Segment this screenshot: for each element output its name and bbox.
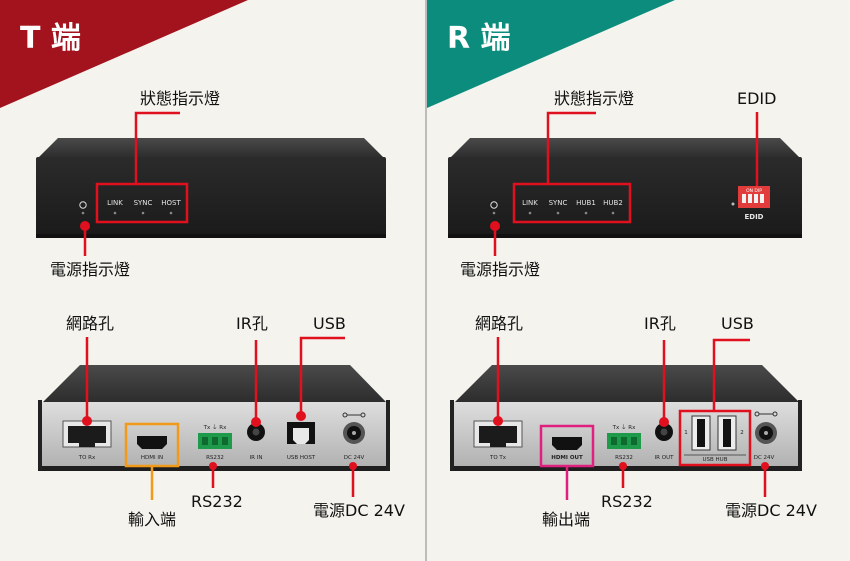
- edid-callout: EDID: [737, 89, 777, 108]
- t-rs232-callout: RS232: [191, 492, 243, 511]
- led-label: SYNC: [549, 199, 568, 207]
- t-front-leds: LINK SYNC HOST: [107, 199, 181, 207]
- port-label: Tx ⏚ Rx: [203, 424, 227, 431]
- r-front-device: [448, 138, 802, 238]
- r-power-led-callout: 電源指示燈: [460, 260, 541, 279]
- led-dot: [169, 211, 173, 215]
- power-led: [492, 211, 496, 215]
- r-rs232-callout: RS232: [601, 492, 653, 511]
- callout-dot: [619, 462, 627, 470]
- callout-dot: [659, 417, 669, 427]
- led-label: HOST: [161, 199, 181, 207]
- callout-line: [712, 338, 750, 411]
- power-led: [81, 211, 85, 215]
- led-dot: [584, 211, 588, 215]
- power-icon: [490, 201, 498, 209]
- callout-dot: [490, 221, 500, 231]
- t-dc-callout: 電源DC 24V: [313, 501, 405, 520]
- t-rear-port-labels: TO Rx HDMI IN Tx ⏚ Rx RS232 IR IN USB HO…: [78, 424, 365, 461]
- t-usb-callout: USB: [313, 314, 346, 333]
- callout-dot: [493, 416, 503, 426]
- t-status-led-box: [95, 182, 189, 224]
- port-label: HDMI IN: [141, 455, 163, 461]
- r-status-led-callout: 狀態指示燈: [554, 89, 635, 108]
- callout-dot: [761, 462, 769, 470]
- t-status-led-callout: 狀態指示燈: [140, 89, 221, 108]
- r-usb-callout: USB: [721, 314, 754, 333]
- t-banner: [0, 0, 248, 108]
- port-label: 2: [740, 430, 744, 436]
- hdmi-port: [137, 436, 167, 449]
- r-network-callout: 網路孔: [475, 314, 524, 333]
- callout-dot: [349, 462, 357, 470]
- led-dot: [556, 211, 560, 215]
- led-label: HUB1: [576, 199, 596, 207]
- led-dot: [528, 211, 532, 215]
- r-rear-port-labels: TO Tx HDMI OUT Tx ⏚ Rx RS232 IR OUT USB …: [489, 424, 775, 463]
- port-label: USB HUB: [703, 457, 728, 463]
- r-dc-callout: 電源DC 24V: [725, 501, 817, 520]
- port-label: USB HOST: [287, 455, 316, 461]
- led-label: LINK: [107, 199, 123, 207]
- led-dot: [611, 211, 615, 215]
- port-label: RS232: [615, 455, 633, 461]
- t-front-device: [36, 138, 386, 238]
- port-label: Tx ⏚ Rx: [612, 424, 636, 431]
- callout-dot: [209, 462, 217, 470]
- led-label: LINK: [522, 199, 538, 207]
- r-hdmi-callout: 輸出端: [542, 510, 591, 529]
- r-banner: [427, 0, 675, 108]
- port-label: IR IN: [250, 455, 263, 461]
- callout-dot: [80, 221, 90, 231]
- r-status-led-box: [512, 182, 632, 224]
- led-label: SYNC: [134, 199, 153, 207]
- callout-line: [546, 111, 596, 184]
- r-ir-callout: IR孔: [644, 314, 676, 333]
- edid-label: EDID: [744, 213, 763, 221]
- port-label: DC 24V: [344, 455, 365, 461]
- port-label: RS232: [206, 455, 224, 461]
- t-network-callout: 網路孔: [66, 314, 115, 333]
- hdmi-port: [552, 437, 582, 450]
- t-side-title: T 端: [20, 21, 81, 56]
- callout-dot: [296, 411, 306, 421]
- port-label: 1: [684, 430, 688, 436]
- edid-switch-text: ON DIP: [746, 188, 762, 194]
- r-front-leds: LINK SYNC HUB1 HUB2 ON DIP EDID: [522, 188, 764, 221]
- port-label: TO Rx: [78, 455, 96, 461]
- power-icon: [79, 201, 87, 209]
- port-label: IR OUT: [655, 455, 675, 461]
- led-label: HUB2: [603, 199, 623, 207]
- led-dot: [113, 211, 117, 215]
- callout-line: [299, 336, 345, 416]
- port-label: DC 24V: [754, 455, 775, 461]
- t-power-led-callout: 電源指示燈: [50, 260, 131, 279]
- callout-dot: [82, 416, 92, 426]
- port-label: TO Tx: [489, 455, 507, 461]
- r-side-title: R 端: [447, 21, 511, 56]
- t-hdmi-callout: 輸入端: [128, 510, 177, 529]
- callout-line: [134, 111, 180, 184]
- port-label: HDMI OUT: [551, 455, 583, 461]
- callout-dot: [251, 417, 261, 427]
- t-ir-callout: IR孔: [236, 314, 268, 333]
- led-dot: [141, 211, 145, 215]
